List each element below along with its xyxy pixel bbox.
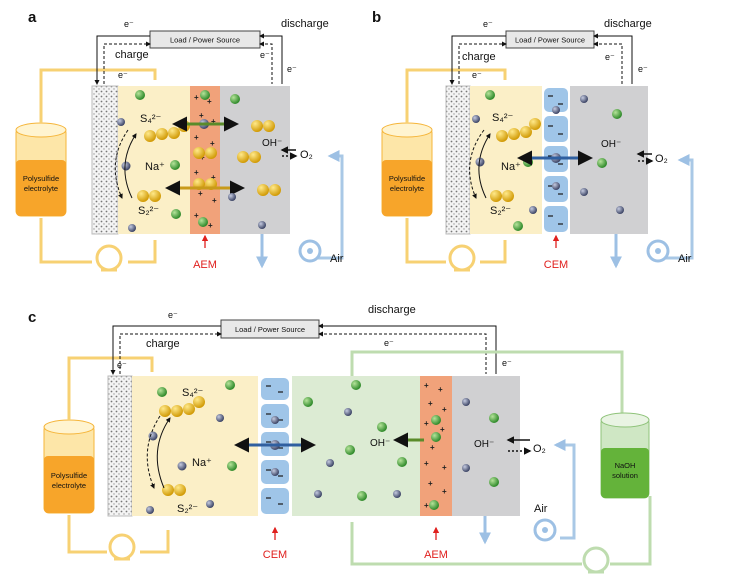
svg-text:Na⁺: Na⁺ [501, 161, 521, 173]
svg-text:Load / Power Source: Load / Power Source [515, 36, 585, 45]
svg-text:e⁻: e⁻ [384, 338, 394, 348]
svg-text:+: + [208, 221, 213, 230]
svg-text:CEM: CEM [544, 259, 568, 271]
svg-text:S₂²⁻: S₂²⁻ [177, 503, 198, 515]
polysulfide-tank: Polysulfide electrolyte [15, 122, 67, 217]
panel-label: c [28, 309, 36, 326]
svg-text:OH⁻: OH⁻ [370, 438, 390, 449]
svg-text:S₂²⁻: S₂²⁻ [138, 205, 159, 217]
svg-text:Air: Air [678, 253, 692, 265]
svg-text:AEM: AEM [424, 549, 448, 561]
svg-text:+: + [211, 173, 216, 182]
svg-text:O₂: O₂ [655, 153, 668, 165]
svg-text:OH⁻: OH⁻ [262, 138, 282, 149]
svg-text:OH⁻: OH⁻ [474, 439, 494, 450]
pump-icon [95, 244, 123, 272]
svg-text:Air: Air [330, 253, 344, 265]
svg-text:+: + [438, 385, 443, 394]
svg-text:e⁻: e⁻ [605, 52, 615, 62]
svg-text:+: + [424, 501, 429, 510]
load-power-source-box [149, 30, 261, 49]
svg-text:AEM: AEM [193, 259, 217, 271]
pump-icon [448, 244, 476, 272]
svg-text:+: + [442, 463, 447, 472]
svg-text:+: + [210, 139, 215, 148]
naoh-tank: NaOH solution [600, 412, 650, 499]
svg-text:+: + [428, 399, 433, 408]
svg-text:O₂: O₂ [533, 443, 546, 455]
svg-text:S₄²⁻: S₄²⁻ [492, 112, 513, 124]
svg-text:Na⁺: Na⁺ [192, 457, 212, 469]
svg-text:discharge: discharge [368, 304, 416, 316]
svg-text:e⁻: e⁻ [483, 19, 493, 29]
svg-text:Load / Power Source: Load / Power Source [235, 325, 305, 334]
svg-text:Load / Power Source: Load / Power Source [170, 36, 240, 45]
panel-label: a [28, 9, 37, 26]
polysulfide-tank: Polysulfide electrolyte [381, 122, 433, 217]
svg-text:+: + [194, 93, 199, 102]
panel-label: b [372, 9, 381, 26]
svg-text:+: + [424, 381, 429, 390]
svg-text:electrolyte: electrolyte [52, 481, 86, 490]
svg-text:solution: solution [612, 471, 638, 480]
svg-text:e⁻: e⁻ [260, 50, 270, 60]
aem-membrane [190, 86, 220, 234]
svg-text:e⁻: e⁻ [502, 358, 512, 368]
svg-text:+: + [440, 425, 445, 434]
pump-icon [108, 533, 136, 561]
svg-text:e⁻: e⁻ [472, 70, 482, 80]
svg-text:e⁻: e⁻ [117, 360, 127, 370]
pump-icon [582, 546, 610, 574]
svg-text:+: + [424, 419, 429, 428]
svg-text:+: + [194, 133, 199, 142]
aem-membrane [420, 376, 452, 516]
svg-text:O₂: O₂ [300, 149, 313, 161]
svg-text:Polysulfide: Polysulfide [23, 174, 59, 183]
svg-text:e⁻: e⁻ [118, 70, 128, 80]
svg-text:e⁻: e⁻ [638, 64, 648, 74]
svg-text:+: + [198, 189, 203, 198]
svg-text:OH⁻: OH⁻ [601, 139, 621, 150]
svg-text:S₄²⁻: S₄²⁻ [140, 113, 161, 125]
svg-text:Polysulfide: Polysulfide [389, 174, 425, 183]
svg-text:discharge: discharge [604, 18, 652, 30]
panel-a: a Polysulfide electrolyte ++++ ++++ ++++… [15, 9, 344, 272]
svg-text:electrolyte: electrolyte [24, 184, 58, 193]
svg-text:Polysulfide: Polysulfide [51, 471, 87, 480]
svg-text:charge: charge [146, 338, 180, 350]
svg-text:e⁻: e⁻ [124, 19, 134, 29]
svg-text:e⁻: e⁻ [168, 310, 178, 320]
svg-text:S₂²⁻: S₂²⁻ [490, 205, 511, 217]
polysulfide-tank: Polysulfide electrolyte [43, 419, 95, 514]
svg-text:+: + [199, 111, 204, 120]
panel-b: b Polysulfide electrolyte Load / Power S… [372, 9, 694, 272]
svg-text:+: + [442, 487, 447, 496]
svg-text:+: + [194, 211, 199, 220]
load-power-source-box [505, 30, 595, 49]
svg-text:+: + [424, 459, 429, 468]
svg-text:+: + [430, 443, 435, 452]
svg-text:Air: Air [534, 503, 548, 515]
svg-text:+: + [194, 168, 199, 177]
svg-text:+: + [207, 97, 212, 106]
svg-text:CEM: CEM [263, 549, 287, 561]
svg-text:+: + [428, 479, 433, 488]
svg-text:Na⁺: Na⁺ [145, 161, 165, 173]
panel-c: c Polysulfide electrolyte ++++ ++++ [28, 304, 652, 574]
svg-text:charge: charge [462, 51, 496, 63]
svg-text:e⁻: e⁻ [287, 64, 297, 74]
svg-text:S₄²⁻: S₄²⁻ [182, 387, 203, 399]
svg-text:charge: charge [115, 49, 149, 61]
svg-text:discharge: discharge [281, 18, 329, 30]
svg-text:electrolyte: electrolyte [390, 184, 424, 193]
svg-text:+: + [212, 196, 217, 205]
load-power-source-box [220, 319, 320, 339]
svg-text:+: + [442, 405, 447, 414]
svg-text:NaOH: NaOH [615, 461, 636, 470]
